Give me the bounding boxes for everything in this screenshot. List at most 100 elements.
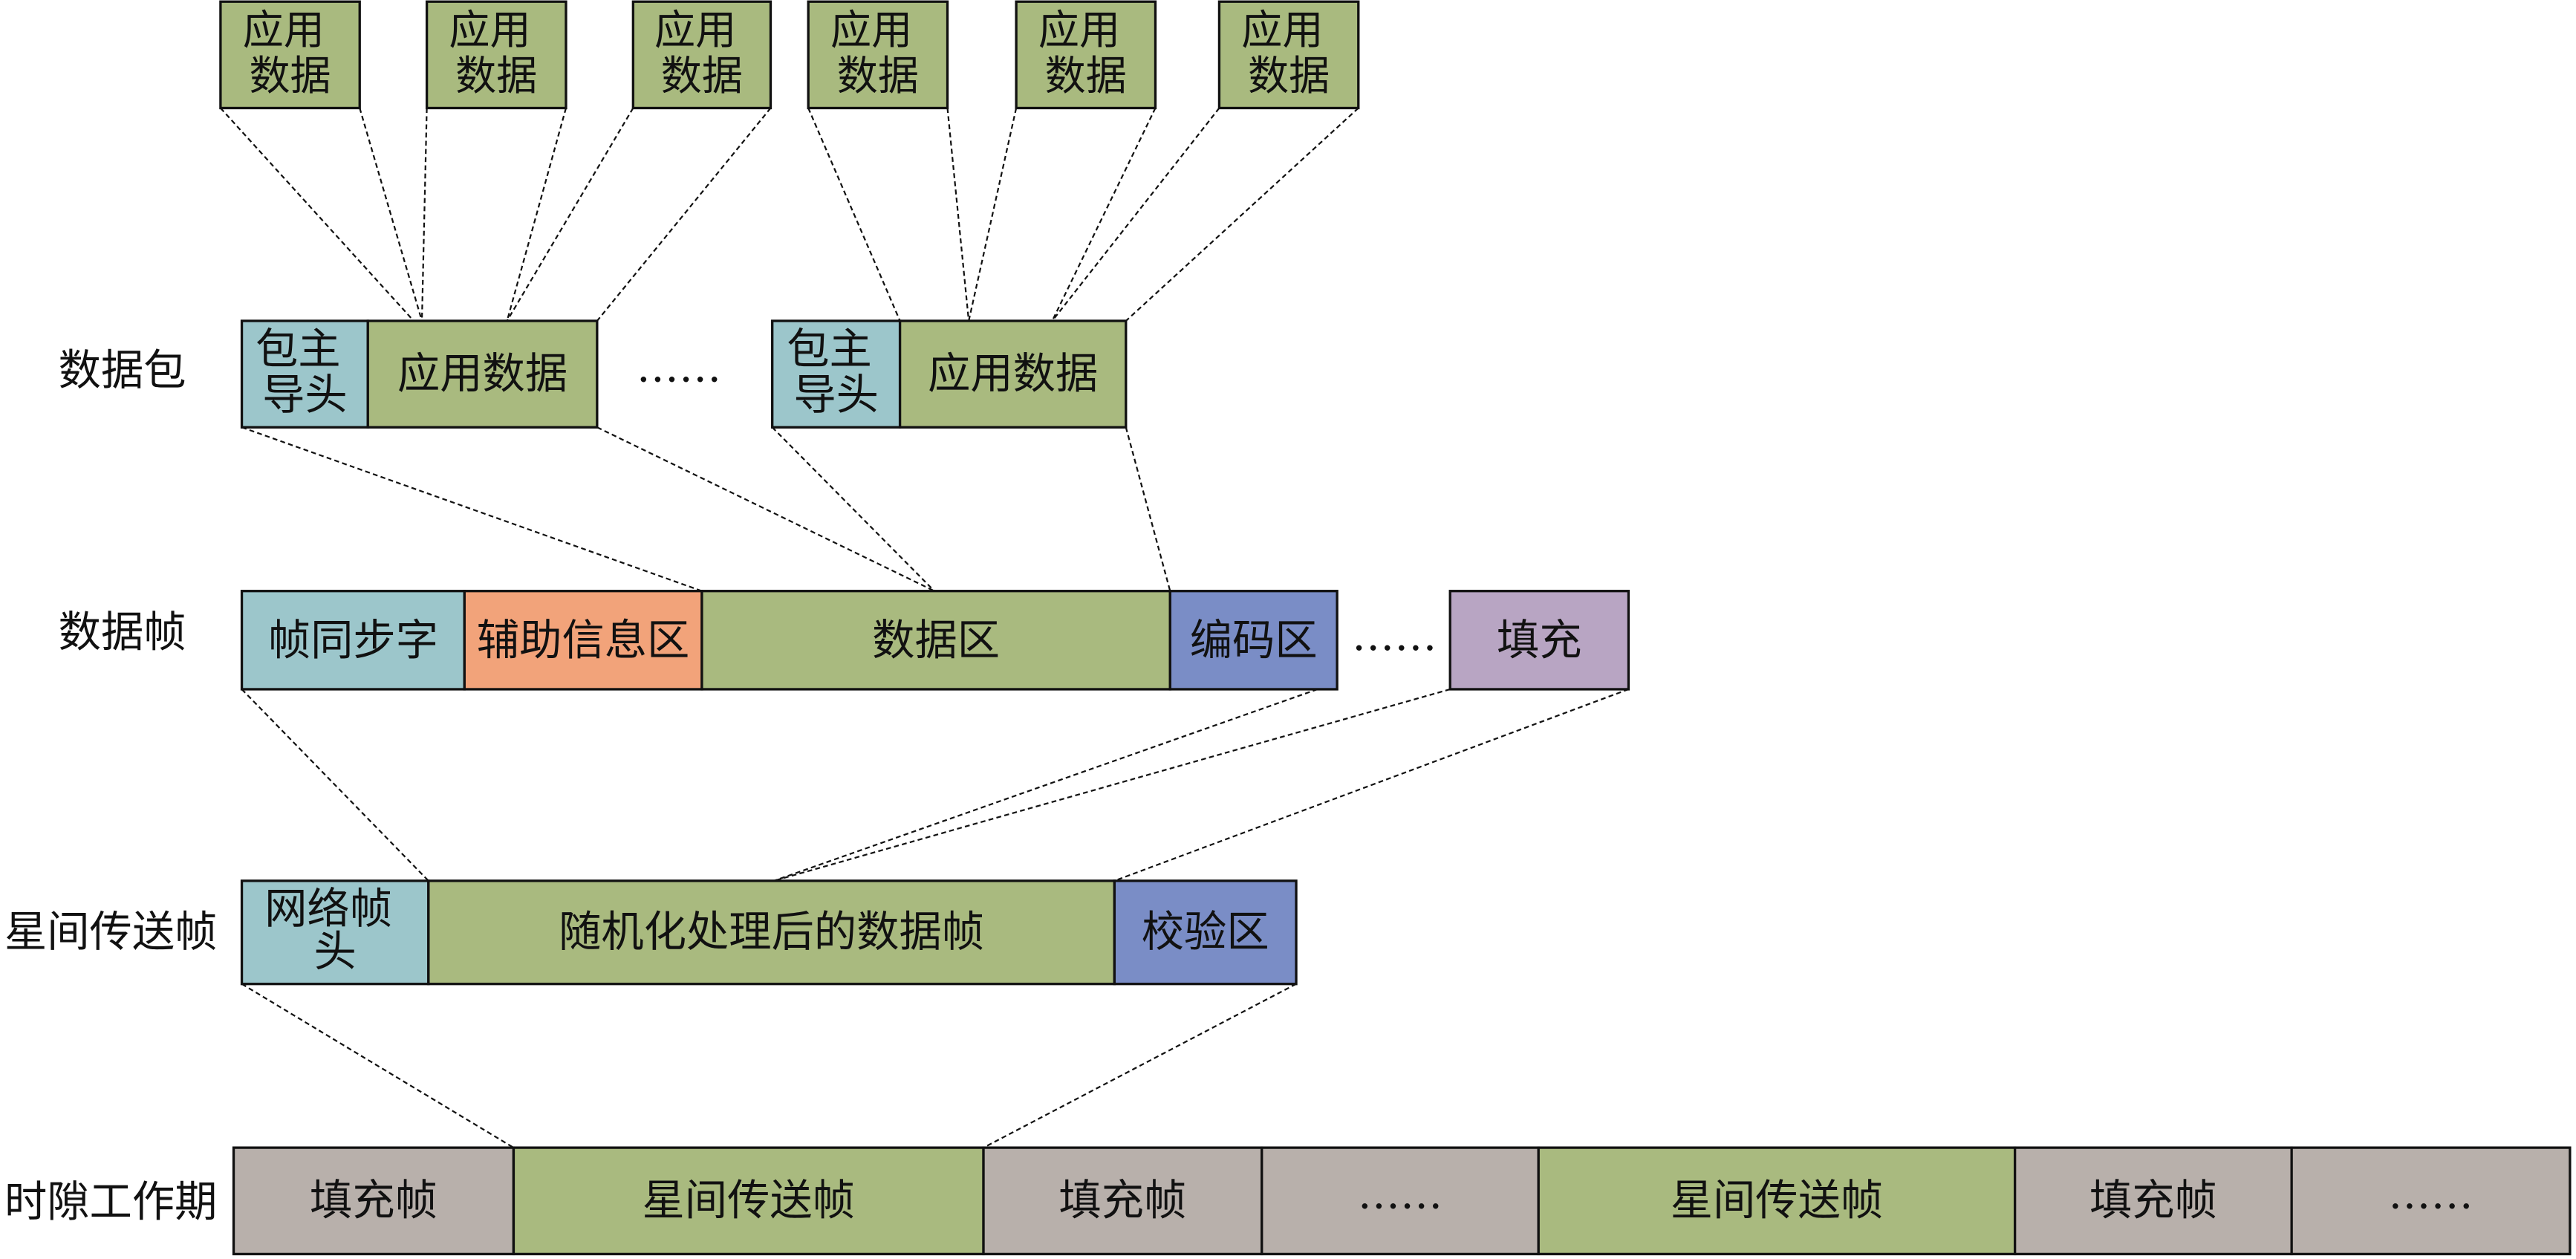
dashed-connector: [773, 688, 1451, 882]
isl-header-line: 头: [314, 926, 357, 976]
frame-coding-text: 编码区: [1190, 616, 1318, 666]
slot-cell-text: 填充帧: [2089, 1175, 2217, 1225]
app-data-line: 应用: [830, 7, 912, 54]
dashed-connector: [220, 107, 414, 322]
frame-aux-rect: [463, 590, 703, 691]
slot-cell-rect: [512, 1146, 985, 1256]
packet-header-rect: [240, 319, 369, 429]
dashed-connector: [420, 108, 428, 322]
frame-coding-rect: [1168, 590, 1339, 691]
packet-row-label: 数据包: [59, 345, 186, 395]
slot-cell-rect: [2290, 1146, 2572, 1256]
packet-data-text: 应用数据: [928, 348, 1098, 398]
app-data-box: 应用 数据: [807, 0, 949, 110]
app-data-line: 数据: [661, 52, 743, 100]
app-data-line: 应用: [1038, 7, 1120, 54]
app-data-box-rect: [631, 0, 773, 110]
app-data-text: 应用 数据: [243, 7, 338, 100]
app-data-line: 数据: [249, 52, 331, 100]
app-data-line: 应用: [1241, 7, 1323, 54]
packet-header-line: 导头: [793, 370, 879, 420]
dashed-connector: [506, 107, 634, 322]
packet-data-rect: [898, 319, 1128, 429]
dashed-connector: [1051, 107, 1220, 322]
slot-row: 时隙工作期 填充帧 星间传送帧 填充帧 …… 星间传送帧 填充帧 ……: [4, 1146, 2572, 1256]
packet-data-text: 应用数据: [397, 348, 567, 398]
slot-cell-text: ……: [1358, 1169, 1443, 1219]
app-data-box: 应用 数据: [631, 0, 773, 110]
app-data-line: 应用: [654, 7, 736, 54]
app-data-line: 数据: [837, 52, 919, 100]
packet-header-text: 包主 导头: [256, 324, 354, 420]
isl-header-line: 网络帧: [264, 884, 392, 934]
dashed-connector: [596, 426, 935, 592]
dashed-connector: [946, 108, 970, 322]
packet-header-line: 包主: [787, 324, 872, 374]
dashed-connector: [241, 983, 515, 1149]
frame-data-text: 数据区: [872, 616, 1000, 666]
isl-frame-row: 星间传送帧 网络帧 头 随机化处理后的数据帧 校验区: [4, 879, 1298, 986]
frame-aux-text: 辅助信息区: [477, 616, 690, 666]
frame-fill-rect: [1448, 590, 1630, 691]
app-data-line: 应用: [243, 7, 325, 54]
slot-cell-rect: [982, 1146, 1263, 1256]
app-data-text: 应用 数据: [830, 7, 926, 100]
isl-check-rect: [1113, 879, 1298, 986]
packet-ellipsis: ……: [637, 342, 722, 392]
slot-cell-rect: [232, 1146, 515, 1256]
isl-data-text: 随机化处理后的数据帧: [559, 907, 984, 957]
slot-cell-rect: [1537, 1146, 2017, 1256]
frame-data-rect: [700, 590, 1171, 691]
app-data-box-rect: [425, 0, 567, 110]
packet-header-rect: [771, 319, 902, 429]
dashed-connector: [1113, 688, 1629, 882]
slot-cell-rect: [1261, 1146, 1540, 1256]
app-data-text: 应用 数据: [1241, 7, 1336, 100]
slot-cell-text: 星间传送帧: [642, 1175, 855, 1225]
dashed-connector: [807, 108, 901, 322]
app-data-box: 应用 数据: [1015, 0, 1157, 110]
app-data-row: 应用 数据 应用 数据 应用 数据 应用 数据: [219, 0, 1360, 110]
dashed-connector: [968, 108, 1018, 322]
slot-cell-text: 填充帧: [1058, 1175, 1186, 1225]
dashed-connector: [241, 689, 429, 882]
slot-cell-text: ……: [2388, 1169, 2473, 1219]
isl-header-text: 网络帧 头: [264, 884, 406, 976]
slot-cell-text: 填充帧: [310, 1175, 438, 1225]
app-data-line: 数据: [1248, 52, 1330, 100]
dashed-connector: [241, 426, 703, 592]
app-data-line: 数据: [455, 52, 537, 100]
packet: 包主 导头 应用数据: [771, 319, 1128, 429]
dashed-connector: [506, 108, 567, 322]
frame-row-label: 数据帧: [59, 608, 186, 657]
frame-fill-text: 填充: [1497, 616, 1582, 666]
slot-cell-text: 星间传送帧: [1671, 1175, 1884, 1225]
app-data-box-rect: [807, 0, 949, 110]
packet: 包主 导头 应用数据: [240, 319, 599, 429]
app-data-box: 应用 数据: [425, 0, 567, 110]
packet-header-line: 包主: [256, 324, 341, 374]
frame-ellipsis: ……: [1352, 611, 1437, 660]
dashed-connector: [983, 983, 1297, 1149]
dashed-connector: [773, 688, 1318, 882]
frame-sync-rect: [240, 590, 466, 691]
app-data-text: 应用 数据: [1038, 7, 1133, 100]
packet-header-line: 导头: [262, 370, 348, 420]
app-data-box: 应用 数据: [1217, 0, 1360, 110]
slot-cell-rect: [2013, 1146, 2293, 1256]
isl-check-text: 校验区: [1142, 907, 1269, 957]
dashed-connector: [1125, 426, 1171, 591]
isl-header-rect: [240, 879, 430, 986]
frame-row: 数据帧 帧同步字 辅助信息区 数据区 编码区 …… 填充: [59, 590, 1630, 691]
app-data-box-rect: [1015, 0, 1157, 110]
packet-data-rect: [366, 319, 599, 429]
packet-header-text: 包主 导头: [787, 324, 885, 420]
slot-row-label: 时隙工作期: [4, 1177, 218, 1227]
dashed-connectors: [220, 107, 1629, 1149]
app-data-box: 应用 数据: [219, 0, 361, 110]
frame-sync-text: 帧同步字: [268, 616, 438, 666]
dashed-connector: [1051, 107, 1157, 322]
dashed-connector: [771, 426, 935, 592]
app-data-line: 数据: [1045, 52, 1127, 100]
